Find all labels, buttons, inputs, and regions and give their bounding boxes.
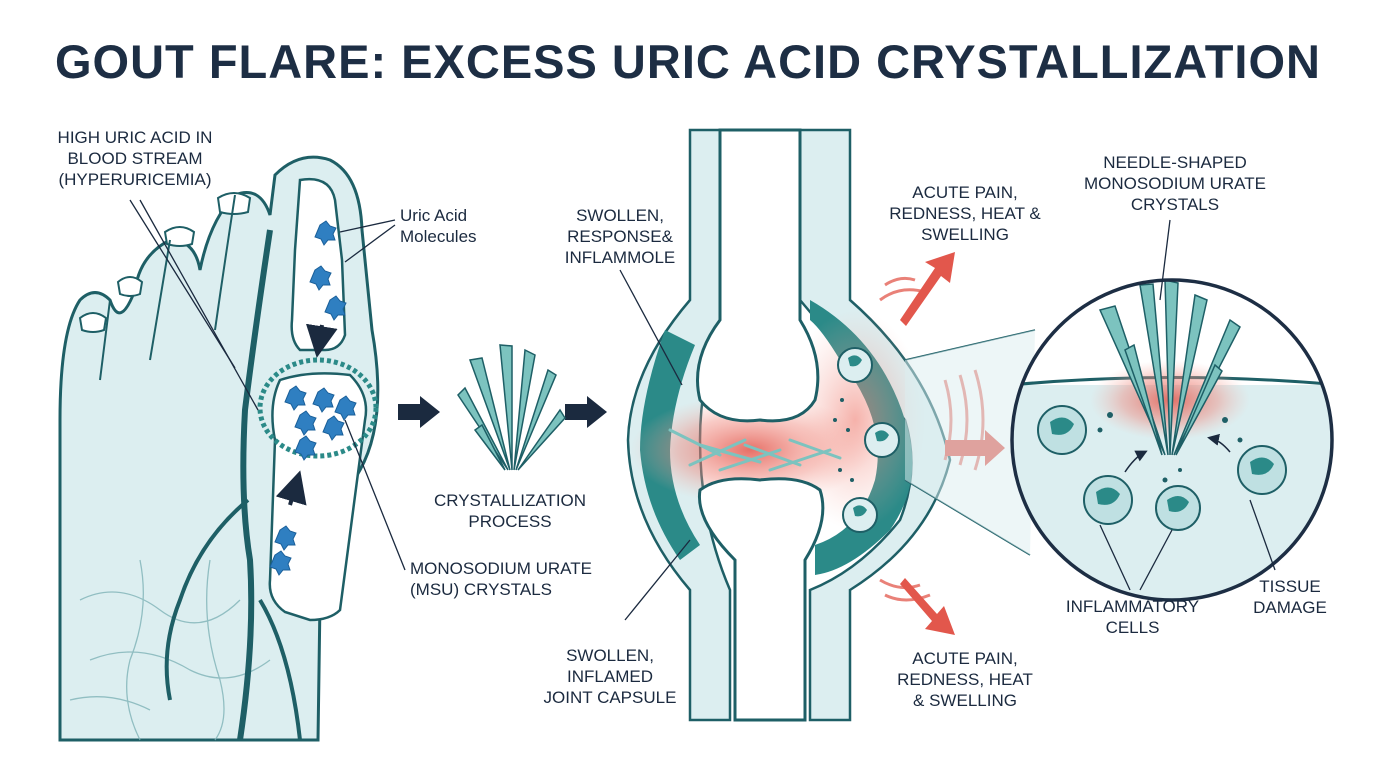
- joint-cells: [837, 347, 900, 533]
- label-needle-crystals: NEEDLE-SHAPED MONOSODIUM URATE CRYSTALS: [1084, 153, 1266, 214]
- joint-illustration: [626, 128, 952, 722]
- page-title: GOUT FLARE: EXCESS URIC ACID CRYSTALLIZA…: [55, 35, 1321, 88]
- label-tissue-damage: TISSUE DAMAGE: [1253, 577, 1327, 617]
- foot-illustration: [58, 155, 380, 742]
- label-inflammatory-cells: INFLAMMATORY CELLS: [1065, 597, 1200, 637]
- process-arrows: [398, 396, 607, 428]
- label-msu-crystals: MONOSODIUM URATE (MSU) CRYSTALS: [410, 559, 592, 599]
- label-acute-pain-top: ACUTE PAIN, REDNESS, HEAT & SWELLING: [889, 183, 1041, 244]
- crystal-cluster: [457, 344, 566, 471]
- zoom-circle: [904, 278, 1334, 602]
- label-uric-acid-molecules: Uric Acid Molecules: [400, 206, 477, 246]
- label-swollen-capsule: SWOLLEN, INFLAMED JOINT CAPSULE: [543, 646, 677, 707]
- label-swollen-response: SWOLLEN, RESPONSE& INFLAMMOLE: [564, 206, 676, 267]
- label-acute-pain-bottom: ACUTE PAIN, REDNESS, HEAT & SWELLING: [897, 649, 1033, 710]
- label-crystallization-process: CRYSTALLIZATION PROCESS: [433, 491, 587, 531]
- label-hyperuricemia: HIGH URIC ACID IN BLOOD STREAM (HYPERURI…: [57, 128, 213, 189]
